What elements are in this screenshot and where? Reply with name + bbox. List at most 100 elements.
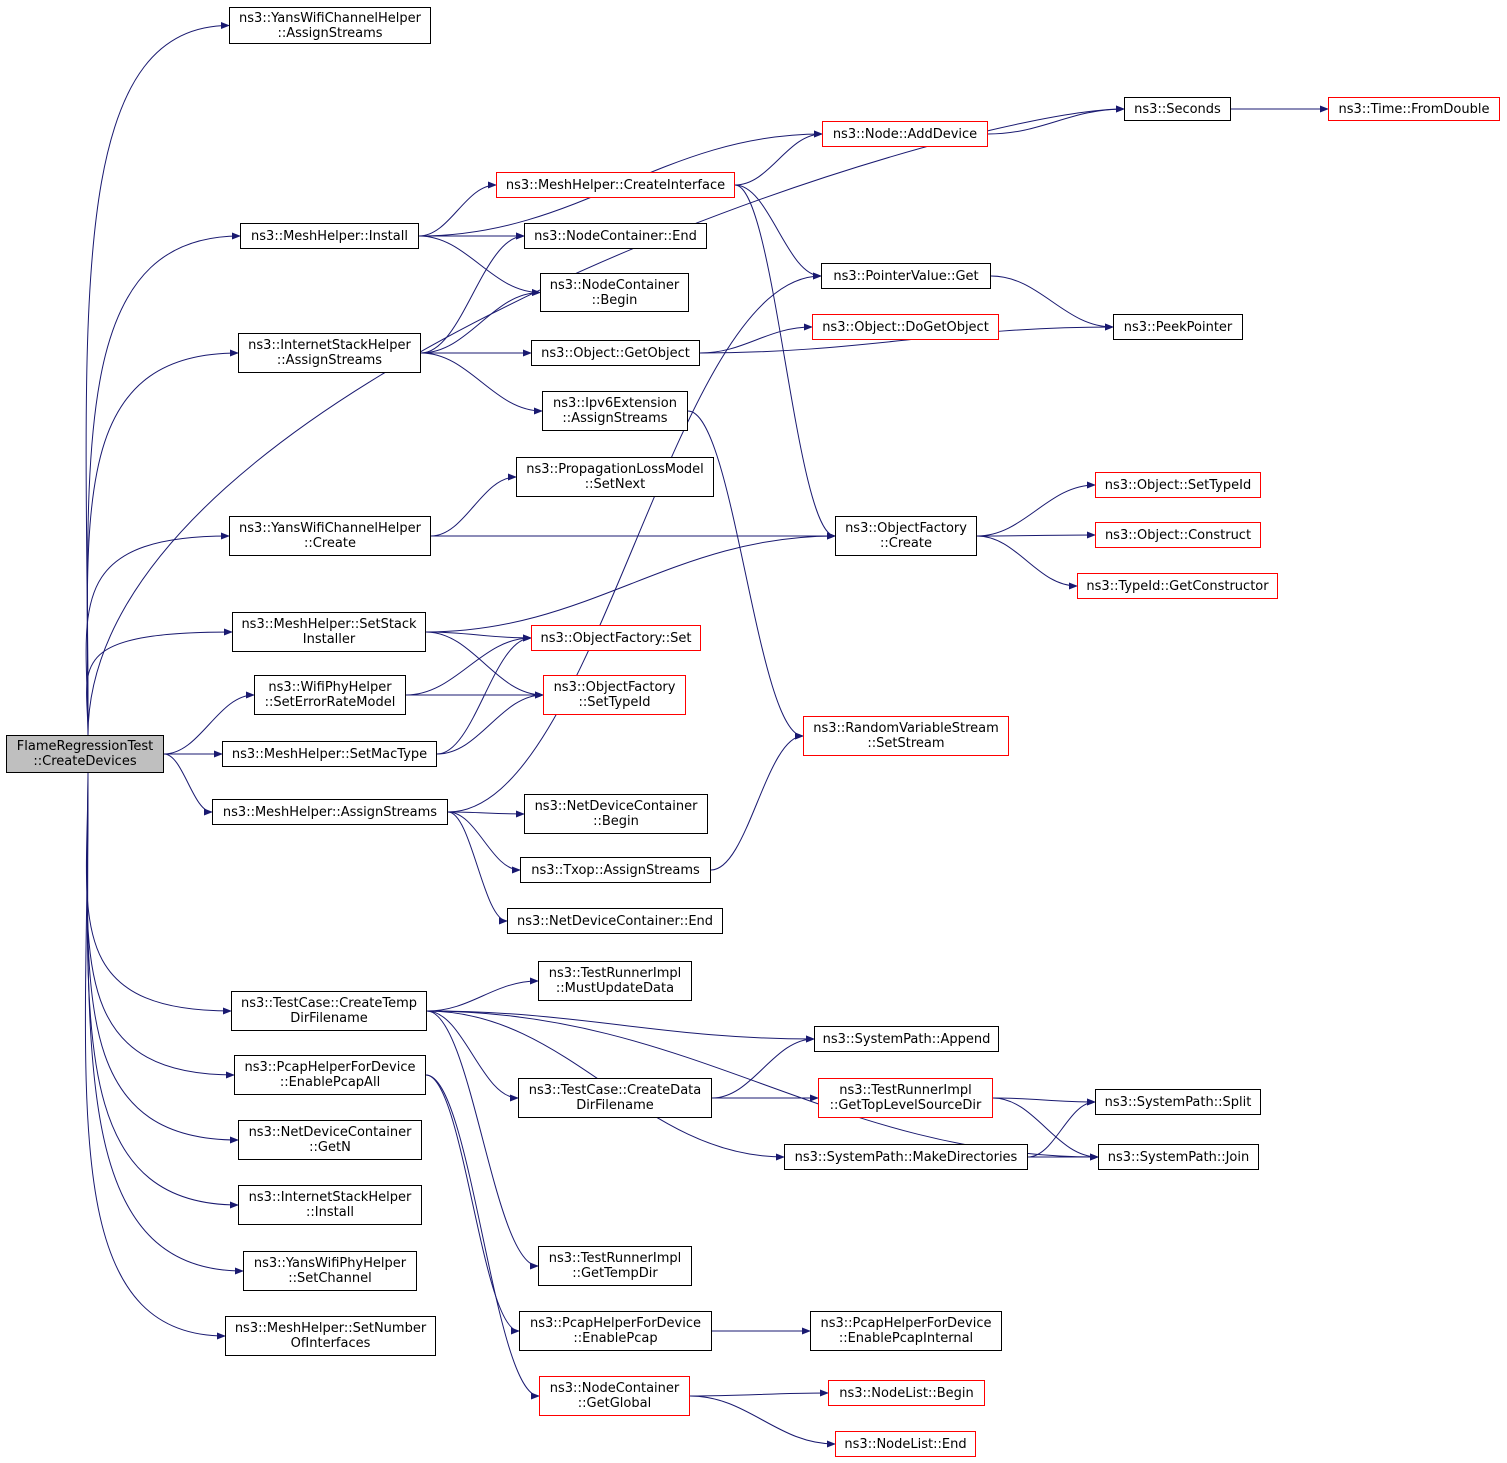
node-tc-createdata[interactable]: ns3::TestCase::CreateData DirFilename bbox=[518, 1078, 712, 1118]
edge-createinterface-to-of-create bbox=[734, 184, 836, 540]
edge-getobject-to-dogetobject bbox=[699, 323, 813, 354]
node-label: ns3::Ipv6Extension ::AssignStreams bbox=[553, 396, 677, 426]
edge-nc-getglobal-to-nl-end bbox=[689, 1395, 836, 1448]
node-mesh-assign[interactable]: ns3::MeshHelper::AssignStreams bbox=[212, 799, 448, 825]
edge-mesh-setmac-to-of-set bbox=[436, 634, 532, 755]
node-seconds[interactable]: ns3::Seconds bbox=[1124, 97, 1231, 121]
node-nc-begin[interactable]: ns3::NodeContainer ::Begin bbox=[540, 273, 689, 312]
node-obj-construct[interactable]: ns3::Object::Construct bbox=[1095, 522, 1261, 548]
node-yans-create[interactable]: ns3::YansWifiChannelHelper ::Create bbox=[229, 516, 431, 556]
node-pcap-internal[interactable]: ns3::PcapHelperForDevice ::EnablePcapInt… bbox=[810, 1311, 1002, 1351]
node-label: ns3::Seconds bbox=[1134, 101, 1221, 117]
edge-inet-assign-to-nc-begin bbox=[420, 288, 541, 354]
node-label: ns3::ObjectFactory::Set bbox=[540, 630, 692, 646]
node-label: ns3::PropagationLossModel ::SetNext bbox=[526, 462, 704, 492]
edge-mesh-setstack-to-of-set bbox=[425, 631, 532, 642]
node-fromdouble[interactable]: ns3::Time::FromDouble bbox=[1328, 97, 1500, 121]
node-of-settypeid[interactable]: ns3::ObjectFactory ::SetTypeId bbox=[543, 675, 686, 715]
node-label: ns3::TestRunnerImpl ::MustUpdateData bbox=[548, 966, 682, 996]
node-label: ns3::TestRunnerImpl ::GetTempDir bbox=[548, 1251, 682, 1281]
node-ndc-end[interactable]: ns3::NetDeviceContainer::End bbox=[507, 908, 723, 934]
node-label: ns3::InternetStackHelper ::Install bbox=[248, 1190, 412, 1220]
node-tri-mustupdate[interactable]: ns3::TestRunnerImpl ::MustUpdateData bbox=[538, 961, 692, 1001]
edge-root-to-mesh-install bbox=[86, 232, 241, 736]
node-label: ns3::TestCase::CreateTemp DirFilename bbox=[240, 996, 418, 1026]
node-ndc-begin[interactable]: ns3::NetDeviceContainer ::Begin bbox=[524, 794, 708, 834]
node-dogetobject[interactable]: ns3::Object::DoGetObject bbox=[812, 314, 999, 340]
node-sp-makedirs[interactable]: ns3::SystemPath::MakeDirectories bbox=[784, 1144, 1028, 1170]
node-pcap-enableall[interactable]: ns3::PcapHelperForDevice ::EnablePcapAll bbox=[234, 1055, 426, 1095]
node-label: ns3::Object::GetObject bbox=[541, 345, 690, 361]
edge-tc-createtemp-to-tri-mustupdate bbox=[426, 977, 539, 1012]
node-plm-setnext[interactable]: ns3::PropagationLossModel ::SetNext bbox=[516, 457, 714, 497]
node-txop-assign[interactable]: ns3::Txop::AssignStreams bbox=[520, 857, 711, 883]
node-mesh-install[interactable]: ns3::MeshHelper::Install bbox=[240, 223, 419, 249]
edge-root-to-ndc-getn bbox=[86, 772, 239, 1144]
node-nc-getglobal[interactable]: ns3::NodeContainer ::GetGlobal bbox=[539, 1376, 690, 1416]
node-label: ns3::PointerValue::Get bbox=[833, 268, 979, 284]
node-label: ns3::NetDeviceContainer ::Begin bbox=[534, 799, 698, 829]
node-label: ns3::NodeContainer ::Begin bbox=[549, 277, 680, 308]
edge-createinterface-to-pv-get bbox=[734, 184, 822, 280]
edge-of-create-to-typeid-getctor bbox=[976, 535, 1078, 590]
edge-root-to-yans-assign bbox=[85, 21, 230, 736]
edge-tc-createdata-to-sp-append bbox=[711, 1035, 815, 1099]
node-adddevice[interactable]: ns3::Node::AddDevice bbox=[822, 121, 988, 147]
edge-getobject-to-peekpointer bbox=[699, 323, 1114, 354]
edge-tc-createtemp-to-tc-createdata bbox=[426, 1010, 519, 1102]
node-mesh-setmac[interactable]: ns3::MeshHelper::SetMacType bbox=[222, 741, 437, 767]
node-tri-gettempdir[interactable]: ns3::TestRunnerImpl ::GetTempDir bbox=[538, 1246, 692, 1286]
edge-mesh-assign-to-ndc-begin bbox=[447, 810, 525, 818]
node-ipv6-assign[interactable]: ns3::Ipv6Extension ::AssignStreams bbox=[542, 391, 688, 431]
node-yansphy-setchannel[interactable]: ns3::YansWifiPhyHelper ::SetChannel bbox=[243, 1251, 417, 1291]
node-label: ns3::PeekPointer bbox=[1123, 319, 1233, 335]
node-ndc-getn[interactable]: ns3::NetDeviceContainer ::GetN bbox=[238, 1120, 422, 1160]
node-label: ns3::InternetStackHelper ::AssignStreams bbox=[248, 338, 411, 368]
node-inet-assign[interactable]: ns3::InternetStackHelper ::AssignStreams bbox=[238, 333, 421, 373]
node-pcap-enable[interactable]: ns3::PcapHelperForDevice ::EnablePcap bbox=[519, 1311, 712, 1351]
node-tc-createtemp[interactable]: ns3::TestCase::CreateTemp DirFilename bbox=[231, 991, 427, 1031]
node-peekpointer[interactable]: ns3::PeekPointer bbox=[1113, 314, 1243, 340]
node-label: ns3::YansWifiChannelHelper ::Create bbox=[239, 521, 421, 551]
node-of-set[interactable]: ns3::ObjectFactory::Set bbox=[531, 625, 701, 651]
edge-tri-gettoplevel-to-sp-join bbox=[992, 1097, 1099, 1161]
node-sp-join[interactable]: ns3::SystemPath::Join bbox=[1098, 1144, 1259, 1170]
node-getobject[interactable]: ns3::Object::GetObject bbox=[531, 340, 700, 366]
node-wifiphy-seterr[interactable]: ns3::WifiPhyHelper ::SetErrorRateModel bbox=[254, 675, 406, 715]
edge-mesh-setstack-to-of-settypeid bbox=[425, 631, 544, 699]
edge-tc-createtemp-to-sp-append bbox=[426, 1010, 815, 1043]
node-obj-settypeid[interactable]: ns3::Object::SetTypeId bbox=[1095, 472, 1261, 498]
node-inet-install[interactable]: ns3::InternetStackHelper ::Install bbox=[238, 1185, 422, 1225]
node-label: ns3::SystemPath::Join bbox=[1107, 1149, 1250, 1165]
node-label: ns3::TypeId::GetConstructor bbox=[1086, 578, 1269, 594]
node-pv-get[interactable]: ns3::PointerValue::Get bbox=[821, 263, 991, 289]
node-mesh-setnumif[interactable]: ns3::MeshHelper::SetNumber OfInterfaces bbox=[225, 1316, 436, 1356]
node-of-create[interactable]: ns3::ObjectFactory ::Create bbox=[835, 516, 977, 556]
node-nl-begin[interactable]: ns3::NodeList::Begin bbox=[828, 1380, 985, 1406]
node-tri-gettoplevel[interactable]: ns3::TestRunnerImpl ::GetTopLevelSourceD… bbox=[818, 1078, 993, 1118]
node-createinterface[interactable]: ns3::MeshHelper::CreateInterface bbox=[496, 172, 735, 198]
edge-mesh-install-to-nc-begin bbox=[418, 235, 541, 297]
edge-root-to-yansphy-setchannel bbox=[87, 772, 244, 1275]
node-label: ns3::MeshHelper::Install bbox=[251, 228, 408, 244]
node-label: ns3::NodeList::Begin bbox=[839, 1385, 974, 1401]
node-typeid-getctor[interactable]: ns3::TypeId::GetConstructor bbox=[1077, 573, 1278, 599]
edge-inet-assign-to-nc-end bbox=[420, 232, 525, 354]
edge-inet-assign-to-ipv6-assign bbox=[420, 352, 543, 415]
edge-createinterface-to-adddevice bbox=[734, 130, 823, 186]
edge-txop-assign-to-rvs-setstream bbox=[710, 732, 804, 871]
node-label: ns3::NodeContainer ::GetGlobal bbox=[549, 1381, 680, 1411]
node-rvs-setstream[interactable]: ns3::RandomVariableStream ::SetStream bbox=[803, 716, 1009, 756]
node-sp-append[interactable]: ns3::SystemPath::Append bbox=[814, 1026, 999, 1052]
node-yans-assign[interactable]: ns3::YansWifiChannelHelper ::AssignStrea… bbox=[229, 7, 431, 44]
edge-root-to-wifiphy-seterr bbox=[163, 691, 255, 755]
node-label: ns3::PcapHelperForDevice ::EnablePcapAll bbox=[244, 1060, 416, 1090]
node-label: ns3::ObjectFactory ::SetTypeId bbox=[553, 680, 676, 710]
node-nl-end[interactable]: ns3::NodeList::End bbox=[835, 1431, 976, 1457]
node-sp-split[interactable]: ns3::SystemPath::Split bbox=[1095, 1089, 1261, 1115]
node-label: ns3::NetDeviceContainer::End bbox=[516, 913, 714, 929]
edge-root-to-tc-createtemp bbox=[85, 772, 232, 1015]
node-label: ns3::YansWifiChannelHelper ::AssignStrea… bbox=[239, 10, 421, 41]
node-nc-end[interactable]: ns3::NodeContainer::End bbox=[524, 223, 707, 249]
node-mesh-setstack[interactable]: ns3::MeshHelper::SetStack Installer bbox=[232, 612, 426, 652]
